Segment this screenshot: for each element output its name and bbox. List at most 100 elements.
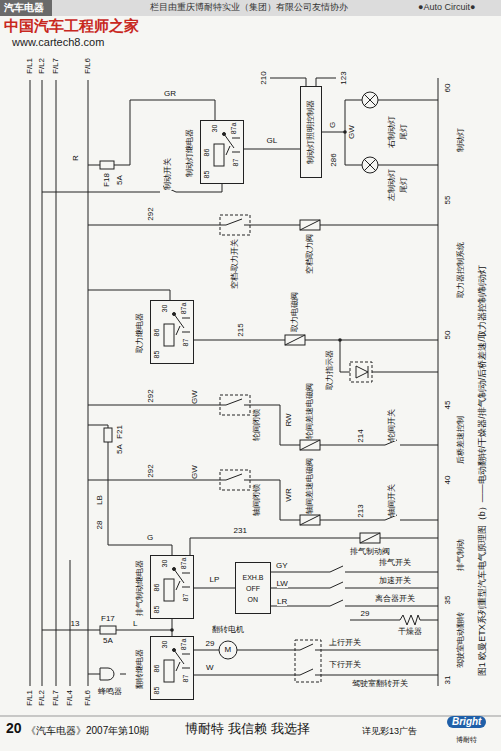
wire-label: 213 (356, 504, 364, 517)
wire-label: 286 (329, 153, 337, 166)
wire-label: GW (191, 390, 199, 404)
wire-label: 左制动灯 (388, 169, 396, 201)
motor-symbol (219, 641, 237, 659)
wire-label: W (206, 664, 214, 672)
wire-label: GL (267, 137, 278, 145)
wire-connector (194, 588, 235, 589)
wire-label: 5A (116, 175, 124, 185)
indicator-symbol (356, 366, 368, 378)
wire-label: 翻转电机 (212, 626, 244, 634)
wire-label: F17 (101, 615, 115, 623)
wire-label: GR (164, 90, 176, 98)
relay-name: 制动灯继电器 (186, 129, 194, 177)
pin-number: 30 (211, 124, 218, 132)
relay-symbol (164, 568, 190, 602)
wire-label: 右制动灯 (388, 116, 396, 148)
wire-label: 空档取力阀 (306, 234, 314, 274)
wire-label: G (147, 534, 153, 542)
motor-symbol (219, 641, 237, 659)
lamp-symbol (364, 94, 376, 171)
wire-label: 排气制动阀 (350, 548, 390, 556)
header-text: 栏目由重庆博耐特实业（集团）有限公司友情协办 (150, 3, 348, 12)
wire-label: 取力器控制系统 (457, 242, 465, 298)
pin-number: 30 (161, 559, 168, 567)
relay-symbol (164, 133, 240, 683)
switch-symbol (163, 186, 397, 675)
junction-dot (170, 628, 174, 632)
wire-label: 尾灯 (400, 124, 408, 140)
fuse-symbol (100, 161, 116, 634)
figure-caption: 图1 欧曼ETX系列重型汽车电气原理图（b）——电动翻转/干燥器/排气制动/后桥… (478, 264, 487, 676)
wire-label: 轴间差速电磁阀 (306, 458, 314, 514)
wire-label: F21 (116, 425, 124, 439)
wire-label: F/L1 (26, 690, 34, 706)
wire-label: 上行开关 (329, 639, 361, 647)
pin-number: 30 (161, 640, 168, 648)
wire-label: L (133, 620, 137, 628)
wire-label: 45 (444, 401, 452, 410)
buzzer-symbol (100, 668, 114, 680)
switch-box: EXH.BOFFON (235, 562, 271, 614)
wire-label: 60 (444, 84, 452, 93)
wire-label: 轮间差速电磁阀 (306, 383, 314, 439)
wire-label: GY (276, 562, 288, 570)
bus-line (30, 78, 438, 686)
heater-symbol (400, 615, 420, 625)
logo-text: Bright (447, 716, 486, 728)
wire-label: 加速开关 (379, 577, 411, 585)
wire-label: 制动灯 (457, 128, 465, 152)
wire-label: GW (348, 125, 356, 139)
box-text: EXH.B (243, 574, 264, 581)
wire-label: 123 (339, 71, 347, 84)
logo-text: 博耐特 (456, 736, 477, 743)
footer-text: 《汽车电器》2007年第10期 (26, 726, 149, 736)
pin-number: 87 (182, 593, 189, 601)
fuse-symbol (100, 626, 116, 634)
wire-label: 40 (444, 476, 452, 485)
wire-label: 214 (356, 429, 364, 442)
fuse-symbol (100, 161, 114, 169)
relay-name: 排气制动继电器 (136, 560, 144, 616)
wire-label: 空档-取力开关 (231, 239, 239, 290)
wire-label: F/L2 (38, 58, 46, 74)
wire-label: 后桥差速控制 (457, 416, 465, 464)
wire-label: 蜂鸣器 (98, 688, 122, 696)
wire-label: 排气开关 (379, 559, 411, 567)
pin-number: 87a (180, 638, 187, 650)
wire-label: 292 (146, 389, 154, 402)
wire-label: RW (284, 413, 292, 426)
pin-number: 87a (230, 122, 237, 134)
wire-label: 35 (444, 596, 452, 605)
header-logo: 汽车电器 (4, 3, 44, 13)
wire-label: 离合器开关 (375, 595, 415, 603)
wire-label: WR (284, 488, 292, 501)
watermark: www.cartech8.com (12, 37, 104, 48)
relay-name: 取力继电器 (136, 313, 144, 353)
pin-number: 87a (180, 302, 187, 314)
wire-label: 轴间闭锁 (253, 484, 261, 516)
bus-line (30, 78, 438, 686)
wire-label: F18 (103, 173, 111, 187)
coil-symbol (300, 515, 320, 525)
box-text: OFF (246, 585, 260, 592)
switch-symbol (163, 186, 397, 675)
controller-box: 制动灯照明控制器 (300, 86, 322, 178)
pin-number: 85 (153, 605, 160, 613)
wire-label: 尾灯 (400, 177, 408, 193)
wire-label: G (329, 122, 337, 128)
wire-label: 292 (146, 207, 154, 220)
wire-label: F/L7 (52, 58, 60, 74)
junction-dot (170, 130, 347, 632)
coil-symbol (300, 220, 320, 230)
wire (42, 78, 438, 675)
wire-label: F/L6 (84, 690, 92, 706)
box-text: 制动灯照明控制器 (307, 100, 315, 164)
wire (42, 78, 438, 675)
coil-symbol (285, 335, 305, 345)
pin-number: 87 (232, 158, 239, 166)
wire-label: 轴间开关 (388, 484, 396, 516)
watermark: 中国汽车工程师之家 (4, 18, 139, 33)
